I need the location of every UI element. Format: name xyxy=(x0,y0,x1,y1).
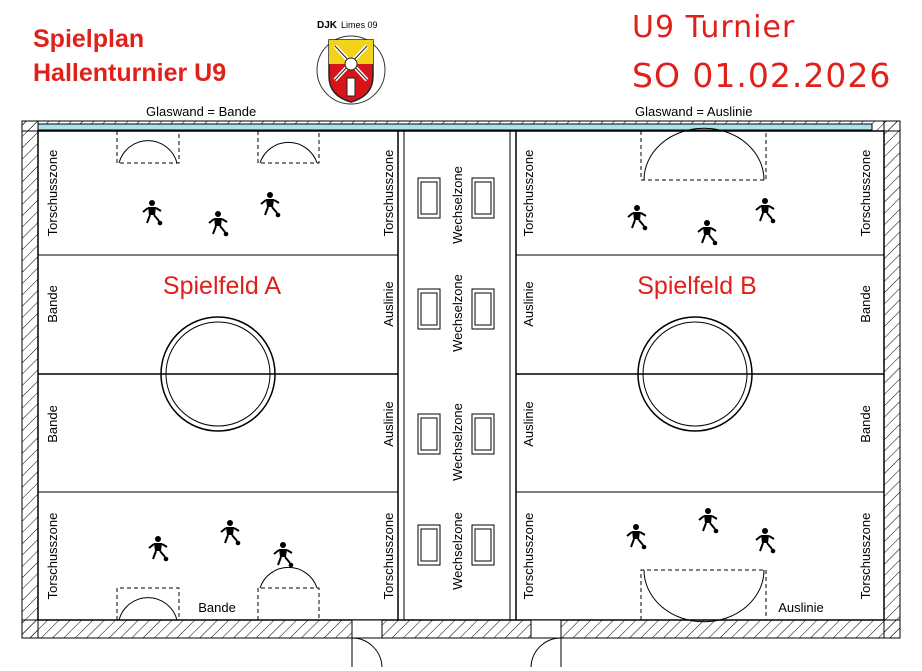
shooting-zone-label: Torschusszone xyxy=(45,150,60,237)
event-date: SO 01.02.2026 xyxy=(632,56,892,95)
center-circle-b xyxy=(637,316,753,432)
sub-zone-label: Wechselzone xyxy=(450,274,465,352)
hall-walls xyxy=(21,120,901,639)
title-line-1: Spielplan xyxy=(33,25,145,53)
sub-zone-labels: Wechselzone Wechselzone Wechselzone Wech… xyxy=(450,166,465,590)
side-label: Bande xyxy=(45,405,60,443)
bottom-label-a: Bande xyxy=(198,600,236,615)
side-label: Bande xyxy=(45,285,60,323)
side-label: Auslinie xyxy=(521,281,536,327)
club-logo: DJK Limes 09 xyxy=(315,18,395,110)
logo-club-name: Limes 09 xyxy=(341,20,378,30)
field-b-name: Spielfeld B xyxy=(637,272,757,300)
shooting-zone-label: Torschusszone xyxy=(521,513,536,600)
hall-doors xyxy=(351,619,562,668)
field-a-name: Spielfeld A xyxy=(163,272,281,300)
sub-zone-label: Wechselzone xyxy=(450,512,465,590)
shooting-zone-label: Torschusszone xyxy=(521,150,536,237)
club-crest-icon: DJK Limes 09 xyxy=(316,20,386,105)
shooting-zone-label: Torschusszone xyxy=(858,150,873,237)
side-label: Auslinie xyxy=(521,401,536,447)
side-label: Auslinie xyxy=(381,281,396,327)
field-a-labels: Torschusszone Torschusszone Bande Auslin… xyxy=(45,150,396,615)
shooting-zone-label: Torschusszone xyxy=(45,513,60,600)
side-label: Auslinie xyxy=(381,401,396,447)
glass-wall xyxy=(37,123,873,131)
title-line-2: Hallenturnier U9 xyxy=(33,59,227,87)
sub-zone-label: Wechselzone xyxy=(450,166,465,244)
field-b-labels: Torschusszone Torschusszone Auslinie Ban… xyxy=(521,150,873,615)
logo-club-abbr: DJK xyxy=(317,20,338,31)
shooting-zone-label: Torschusszone xyxy=(858,513,873,600)
shooting-zone-label: Torschusszone xyxy=(381,150,396,237)
field-a-lines xyxy=(38,131,399,621)
bottom-label-b: Auslinie xyxy=(778,600,824,615)
side-label: Bande xyxy=(858,405,873,443)
wall-label-left: Glaswand = Bande xyxy=(146,104,257,119)
sub-zone-lines xyxy=(403,131,517,620)
sub-zone-label: Wechselzone xyxy=(450,403,465,481)
event-title: U9 Turnier xyxy=(632,10,796,45)
field-b-lines xyxy=(516,127,884,623)
side-label: Bande xyxy=(858,285,873,323)
shooting-zone-label: Torschusszone xyxy=(381,513,396,600)
center-circle-a xyxy=(160,316,276,432)
wall-label-right: Glaswand = Auslinie xyxy=(635,104,753,119)
